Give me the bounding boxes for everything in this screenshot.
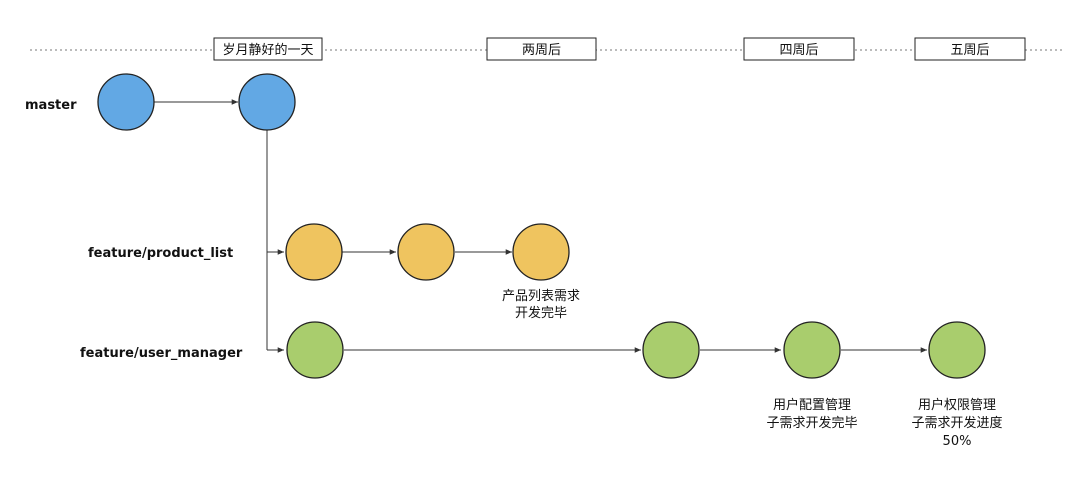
- commit-user-manager-1: [286, 321, 344, 379]
- timeline-marker-day-one: 岁月静好的一天: [213, 37, 323, 61]
- timeline-marker-four-weeks: 四周后: [743, 37, 855, 61]
- caption-product-list-done: 产品列表需求 开发完毕: [502, 289, 580, 321]
- caption-line: 子需求开发进度: [911, 415, 1002, 431]
- commit-product-list-3: [512, 223, 570, 281]
- caption-line: 用户配置管理: [773, 397, 851, 413]
- commit-user-manager-3: [783, 321, 841, 379]
- caption-line: 50%: [943, 434, 972, 449]
- timeline-marker-five-weeks: 五周后: [914, 37, 1026, 61]
- caption-user-config-done: 用户配置管理 子需求开发完毕: [766, 397, 857, 431]
- caption-line: 开发完毕: [515, 305, 567, 321]
- commit-master-1: [97, 73, 155, 131]
- caption-line: 子需求开发完毕: [766, 415, 857, 431]
- timeline-marker-label: 两周后: [522, 43, 561, 58]
- branch-label-master: master: [25, 98, 77, 113]
- commit-user-manager-4: [928, 321, 986, 379]
- caption-line: 产品列表需求: [502, 289, 580, 304]
- timeline-marker-label: 四周后: [779, 43, 818, 58]
- caption-user-permission-progress: 用户权限管理 子需求开发进度 50%: [911, 397, 1002, 449]
- branch-label-product-list: feature/product_list: [88, 246, 233, 261]
- timeline-marker-label: 岁月静好的一天: [222, 42, 313, 58]
- commit-master-2: [238, 73, 296, 131]
- branch-label-user-manager: feature/user_manager: [80, 346, 243, 361]
- commit-product-list-1: [285, 223, 343, 281]
- timeline-marker-two-weeks: 两周后: [486, 37, 597, 61]
- commit-product-list-2: [397, 223, 455, 281]
- caption-line: 用户权限管理: [918, 397, 996, 413]
- timeline-marker-label: 五周后: [950, 43, 989, 58]
- commit-user-manager-2: [642, 321, 700, 379]
